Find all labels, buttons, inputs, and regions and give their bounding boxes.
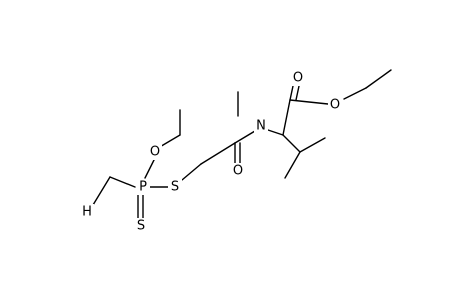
atom-o-ethoxy: O (150, 145, 160, 160)
atom-labels: O P S S H N O O O (80, 70, 342, 234)
atom-o-ester: O (330, 98, 340, 113)
atom-h: H (82, 205, 92, 220)
bond-c-o-double-2 (295, 85, 300, 101)
bond-c-o-ester (289, 99, 329, 105)
bond-c-o-double-1 (289, 85, 294, 101)
bond-cb-me1 (299, 137, 326, 153)
bond-o-ch2 (343, 87, 367, 100)
bond-p-ch2 (109, 176, 136, 188)
atom-n: N (256, 119, 266, 134)
atom-p: P (139, 180, 147, 195)
atom-s-thioester: S (171, 180, 179, 195)
atom-o-ester-carbonyl: O (293, 71, 303, 86)
atom-o-amide: O (233, 164, 243, 179)
bond-s-ch2 (181, 163, 202, 181)
bond-ca-c-ester (282, 99, 291, 136)
bond-ca-cb (282, 134, 301, 153)
bond-o-p (144, 157, 156, 179)
atom-s-thiono: S (137, 219, 145, 234)
bonds (92, 69, 392, 219)
bond-cb-me2 (284, 151, 301, 179)
bond-ch2-co (200, 142, 236, 165)
bond-ch2-ch3 (365, 69, 392, 89)
bond-ch2-h (92, 176, 111, 206)
